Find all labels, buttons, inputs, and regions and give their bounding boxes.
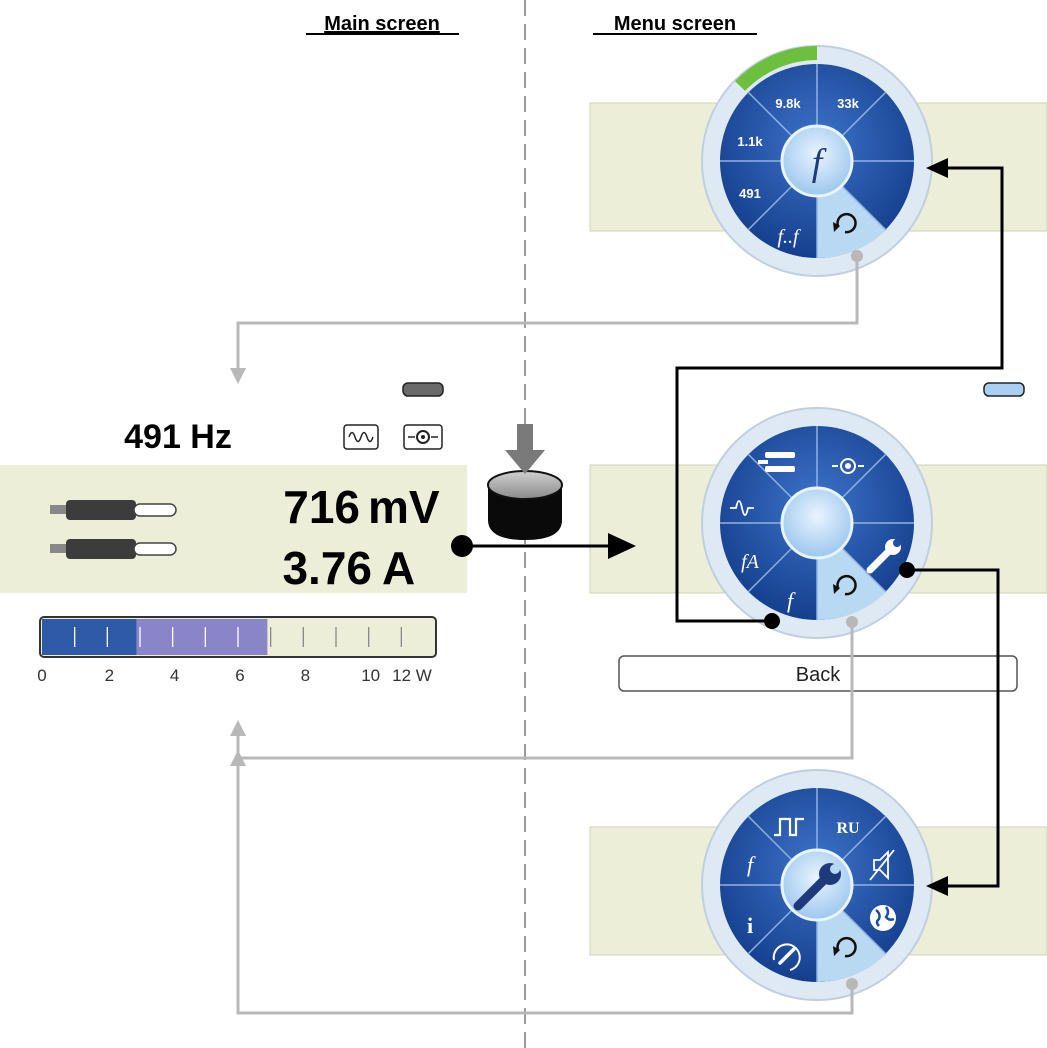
settings-menu-dial[interactable]: RU f i (701, 769, 933, 1001)
selection-arc (734, 46, 818, 91)
main-screen-header: Main screen (324, 13, 440, 35)
segment-9.8k[interactable]: 9.8k (775, 96, 801, 111)
frequency-readout: 491 Hz (124, 418, 232, 456)
main-menu-dial[interactable]: fA f (701, 407, 933, 639)
info-icon[interactable]: i (747, 913, 753, 938)
connector-icon[interactable] (832, 458, 864, 474)
square-wave-icon[interactable] (774, 817, 804, 837)
power-bar-tick-label: 2 (105, 666, 114, 685)
segment-491[interactable]: 491 (739, 186, 761, 201)
waveform-icon (343, 424, 379, 450)
power-bar-primary-fill (42, 619, 137, 655)
f-icon[interactable]: f (787, 588, 796, 613)
grey-flow-arrows (236, 256, 859, 1015)
frequency-menu-dial[interactable]: f 9.8k 33k 1.1k 491 f..f (701, 45, 933, 277)
wrench-icon[interactable] (866, 539, 901, 574)
mute-icon[interactable] (869, 849, 895, 881)
back-arrow-icon[interactable] (836, 574, 857, 596)
fA-icon[interactable]: fA (741, 551, 760, 573)
measurement-panel (0, 465, 467, 593)
probe-icon[interactable] (758, 452, 795, 472)
current-value: 3.76 (282, 542, 372, 594)
power-bar (39, 616, 437, 658)
power-bar-tick-label: 4 (170, 666, 179, 685)
probe-leads-icon (50, 500, 177, 559)
power-bar-tick-label: 10 (361, 666, 380, 685)
back-arrow-icon[interactable] (836, 212, 857, 234)
rotary-knob-icon[interactable] (487, 424, 563, 540)
segment-f-range[interactable]: f..f (777, 226, 801, 248)
waveform-icon[interactable] (730, 500, 754, 516)
menu-status-indicator (983, 382, 1025, 397)
function-f-icon[interactable] (780, 124, 854, 198)
reset-wrench-icon[interactable] (772, 943, 801, 971)
back-arrow-icon[interactable] (836, 936, 857, 958)
back-button[interactable]: Back (618, 655, 1018, 692)
globe-icon[interactable] (870, 905, 896, 931)
RU-icon[interactable]: RU (836, 820, 860, 837)
back-button-label: Back (796, 664, 841, 686)
f-icon[interactable]: f (747, 852, 756, 877)
power-bar-tick-label: 12 W (392, 666, 432, 685)
segment-1.1k[interactable]: 1.1k (737, 134, 763, 149)
current-unit: A (382, 542, 415, 594)
segment-33k[interactable]: 33k (837, 96, 859, 111)
power-bar-tick-label: 0 (37, 666, 46, 685)
main-screen: 491 Hz 716 mV 3.76 A (0, 382, 467, 685)
menu-screen-header: Menu screen (614, 13, 736, 35)
voltage-value: 716 (283, 481, 360, 533)
voltage-unit: mV (368, 481, 440, 533)
menu-center-button[interactable] (780, 486, 854, 560)
black-flow-arrows (462, 166, 1004, 888)
status-indicator (402, 382, 444, 397)
power-bar-secondary-fill (136, 619, 268, 655)
probe-connector-icon (403, 424, 443, 450)
power-bar-tick-label: 6 (235, 666, 244, 685)
power-bar-tick-label: 8 (301, 666, 310, 685)
